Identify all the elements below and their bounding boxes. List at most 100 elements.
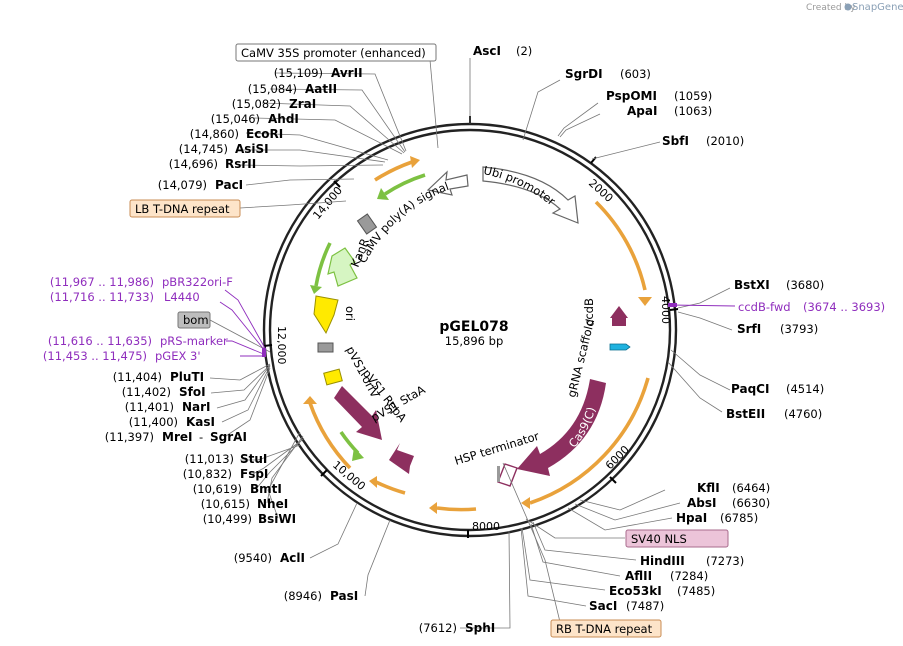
tick-4000: 4000 bbox=[659, 296, 672, 324]
site-stui-pos: (11,013) bbox=[185, 452, 234, 466]
snapgene-logo-text: SnapGene bbox=[852, 2, 903, 13]
site-absi-pos: (6630) bbox=[732, 496, 770, 510]
hsp-terminator-block bbox=[497, 463, 518, 487]
site-sfoi-pos: (11,402) bbox=[122, 385, 171, 399]
site-sphi-name: SphI bbox=[465, 621, 495, 635]
site-asci-pos: (2) bbox=[516, 44, 532, 58]
site-avrii-name: AvrII bbox=[331, 66, 363, 80]
site-apai-pos: (1063) bbox=[674, 104, 712, 118]
site-stui-name: StuI bbox=[240, 452, 267, 466]
lb-tdna-block bbox=[356, 213, 378, 235]
pvs1-oriv-block bbox=[323, 368, 343, 386]
plasmid-length: 15,896 bp bbox=[445, 334, 504, 348]
orf-arc-5 bbox=[308, 402, 352, 470]
site-sgrai-sep: - bbox=[199, 430, 203, 444]
site-eco53ki-pos: (7485) bbox=[677, 584, 715, 598]
primer-pbr322ori-f-name: pBR322ori-F bbox=[162, 275, 233, 289]
sv40-nls-box bbox=[625, 529, 729, 548]
site-acli-pos: (9540) bbox=[234, 551, 272, 565]
site-absi-name: AbsI bbox=[687, 496, 716, 510]
site-bsiwi-pos: (10,499) bbox=[203, 512, 252, 526]
site-sfoi-name: SfoI bbox=[179, 385, 206, 399]
site-ecori-name: EcoRI bbox=[246, 127, 283, 141]
site-bmti-name: BmtI bbox=[250, 482, 282, 496]
site-avrii-pos: (15,109) bbox=[274, 66, 323, 80]
site-sphi-pos: (7612) bbox=[419, 621, 457, 635]
bom-label: bom bbox=[183, 313, 209, 327]
plasmid-name: pGEL078 bbox=[439, 319, 508, 335]
site-paqci-name: PaqCI bbox=[731, 382, 769, 396]
primer-pgex3-range: (11,453 .. 11,475) bbox=[43, 349, 147, 363]
site-pspomi-name: PspOMI bbox=[606, 89, 657, 103]
leader-lines bbox=[209, 58, 733, 629]
site-pluti-name: PluTI bbox=[170, 370, 204, 384]
primer-prs-marker-range: (11,616 .. 11,635) bbox=[48, 334, 152, 348]
camv35s-box bbox=[235, 43, 437, 62]
site-sbfi-name: SbfI bbox=[662, 134, 689, 148]
site-acli-name: AclI bbox=[280, 551, 305, 565]
primer-ccdb-fwd-name: ccdB-fwd bbox=[738, 300, 791, 314]
orf-arc-1 bbox=[594, 200, 647, 291]
ubi-promoter-arrow bbox=[482, 166, 579, 224]
site-sgrdi-pos: (603) bbox=[620, 67, 651, 81]
snapgene-credit: Created by SnapGene bbox=[806, 2, 903, 13]
marker-arc-2 bbox=[314, 242, 332, 287]
tick-8000: 8000 bbox=[472, 520, 500, 533]
site-srfi-pos: (3793) bbox=[780, 322, 818, 336]
site-asisi-name: AsiSI bbox=[235, 142, 269, 156]
site-sgrai-name: SgrAI bbox=[210, 430, 247, 444]
primer-prs-marker-name: pRS-marker bbox=[160, 334, 228, 348]
marker-arc-1 bbox=[384, 173, 426, 196]
site-bmti-pos: (10,619) bbox=[193, 482, 242, 496]
primer-lines bbox=[219, 289, 736, 357]
primer-l4440-name: L4440 bbox=[164, 290, 200, 304]
site-fspi-pos: (10,832) bbox=[183, 467, 232, 481]
rb-tdna-label: RB T-DNA repeat bbox=[556, 622, 653, 636]
site-srfi-name: SrfI bbox=[737, 322, 761, 336]
site-kasi-name: KasI bbox=[186, 415, 215, 429]
ori-label: ori bbox=[343, 306, 357, 321]
primer-ccdb-fwd-range: (3674 .. 3693) bbox=[803, 300, 885, 314]
site-bsteii-name: BstEII bbox=[726, 407, 765, 421]
site-rsrii-pos: (14,696) bbox=[169, 157, 218, 171]
site-nhei-name: NheI bbox=[257, 497, 288, 511]
site-nari-pos: (11,401) bbox=[125, 400, 174, 414]
site-hindiii-name: HindIII bbox=[640, 554, 685, 568]
site-asci-name: AscI bbox=[473, 44, 501, 58]
site-eco53ki-name: Eco53kI bbox=[609, 584, 662, 598]
camv35s-label: CaMV 35S promoter (enhanced) bbox=[241, 46, 426, 60]
grna-scaffold-block bbox=[609, 343, 631, 351]
primer-pbr322ori-f-range: (11,967 .. 11,986) bbox=[50, 275, 154, 289]
site-ecori-pos: (14,860) bbox=[190, 127, 239, 141]
site-kasi-pos: (11,400) bbox=[129, 415, 178, 429]
site-aatii-pos: (15,084) bbox=[248, 82, 297, 96]
site-nhei-pos: (10,615) bbox=[201, 497, 250, 511]
lb-tdna-box bbox=[129, 199, 241, 218]
site-apai-name: ApaI bbox=[627, 104, 657, 118]
site-aatii-name: AatII bbox=[305, 82, 337, 96]
kanr-arrow bbox=[327, 247, 358, 287]
site-kfli-name: KflI bbox=[697, 481, 720, 495]
tick-6000: 6000 bbox=[603, 443, 632, 472]
site-paci-name: PacI bbox=[215, 178, 243, 192]
site-aflii-name: AflII bbox=[625, 569, 652, 583]
site-saci-pos: (7487) bbox=[626, 599, 664, 613]
orf-arc-3 bbox=[436, 506, 477, 512]
site-mrei-name: MreI bbox=[162, 430, 192, 444]
orf-arrowheads bbox=[303, 156, 652, 514]
tick-12000: 12,000 bbox=[275, 326, 288, 365]
site-nari-name: NarI bbox=[182, 400, 211, 414]
snapgene-logo-icon bbox=[844, 3, 852, 11]
site-aflii-pos: (7284) bbox=[670, 569, 708, 583]
credit-text: Created by bbox=[806, 3, 856, 13]
site-bstxi-name: BstXI bbox=[734, 278, 770, 292]
bom-box bbox=[177, 311, 211, 329]
ccdb-arrow bbox=[610, 306, 628, 326]
orf-arc-4 bbox=[375, 480, 406, 495]
site-paqci-pos: (4514) bbox=[786, 382, 824, 396]
camv-polya-arrow bbox=[426, 170, 469, 196]
site-mrei-pos: (11,397) bbox=[105, 430, 154, 444]
bom-block bbox=[317, 342, 334, 353]
site-hindiii-pos: (7273) bbox=[706, 554, 744, 568]
